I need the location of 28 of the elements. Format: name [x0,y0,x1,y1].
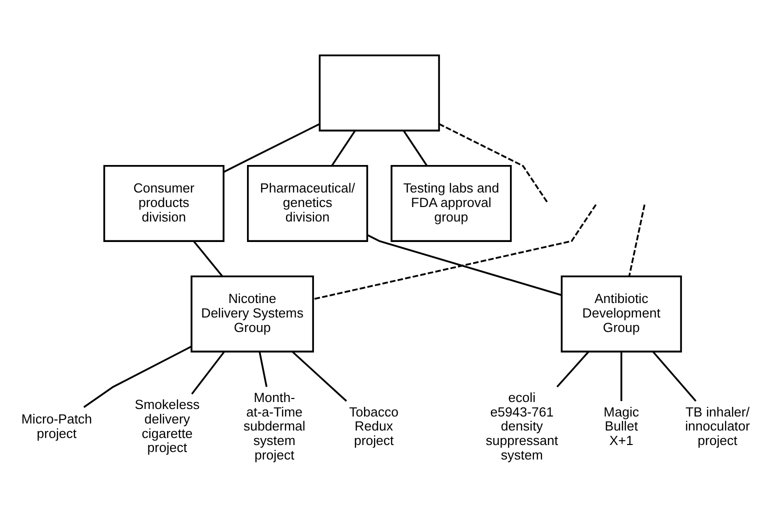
connector [556,351,590,388]
connector [312,204,597,300]
connector [193,240,224,277]
connector [258,352,268,388]
node-box: Antibiotic Development Group [560,276,682,352]
node-text: ecoli e5943-761 density suppressant system [486,390,558,462]
node-box: Pharmaceutical/ genetics division [247,165,368,242]
node-box: Testing labs and FDA approval group [390,165,512,242]
node-text: Smokeless delivery cigarette project [134,397,200,456]
connector [83,346,192,408]
node-text: Micro-Patch project [21,411,92,441]
node-box [318,54,440,132]
connector [620,352,622,402]
connector [628,204,646,276]
node-text: Magic Bullet X+1 [604,404,640,448]
node-box: Nicotine Delivery Systems Group [190,276,314,352]
connector [402,130,428,166]
connector [331,130,356,166]
connector [438,123,548,203]
connector [652,351,696,402]
connector [367,234,562,296]
node-text: Tobacco Redux project [349,404,399,448]
connector [191,351,225,395]
node-text: Month- at-a-Time subdermal system project [243,390,306,462]
connector [223,123,320,173]
connector [292,351,348,402]
node-text: TB inhaler/ innoculator project [685,404,750,448]
node-box: Consumer products division [103,165,224,242]
